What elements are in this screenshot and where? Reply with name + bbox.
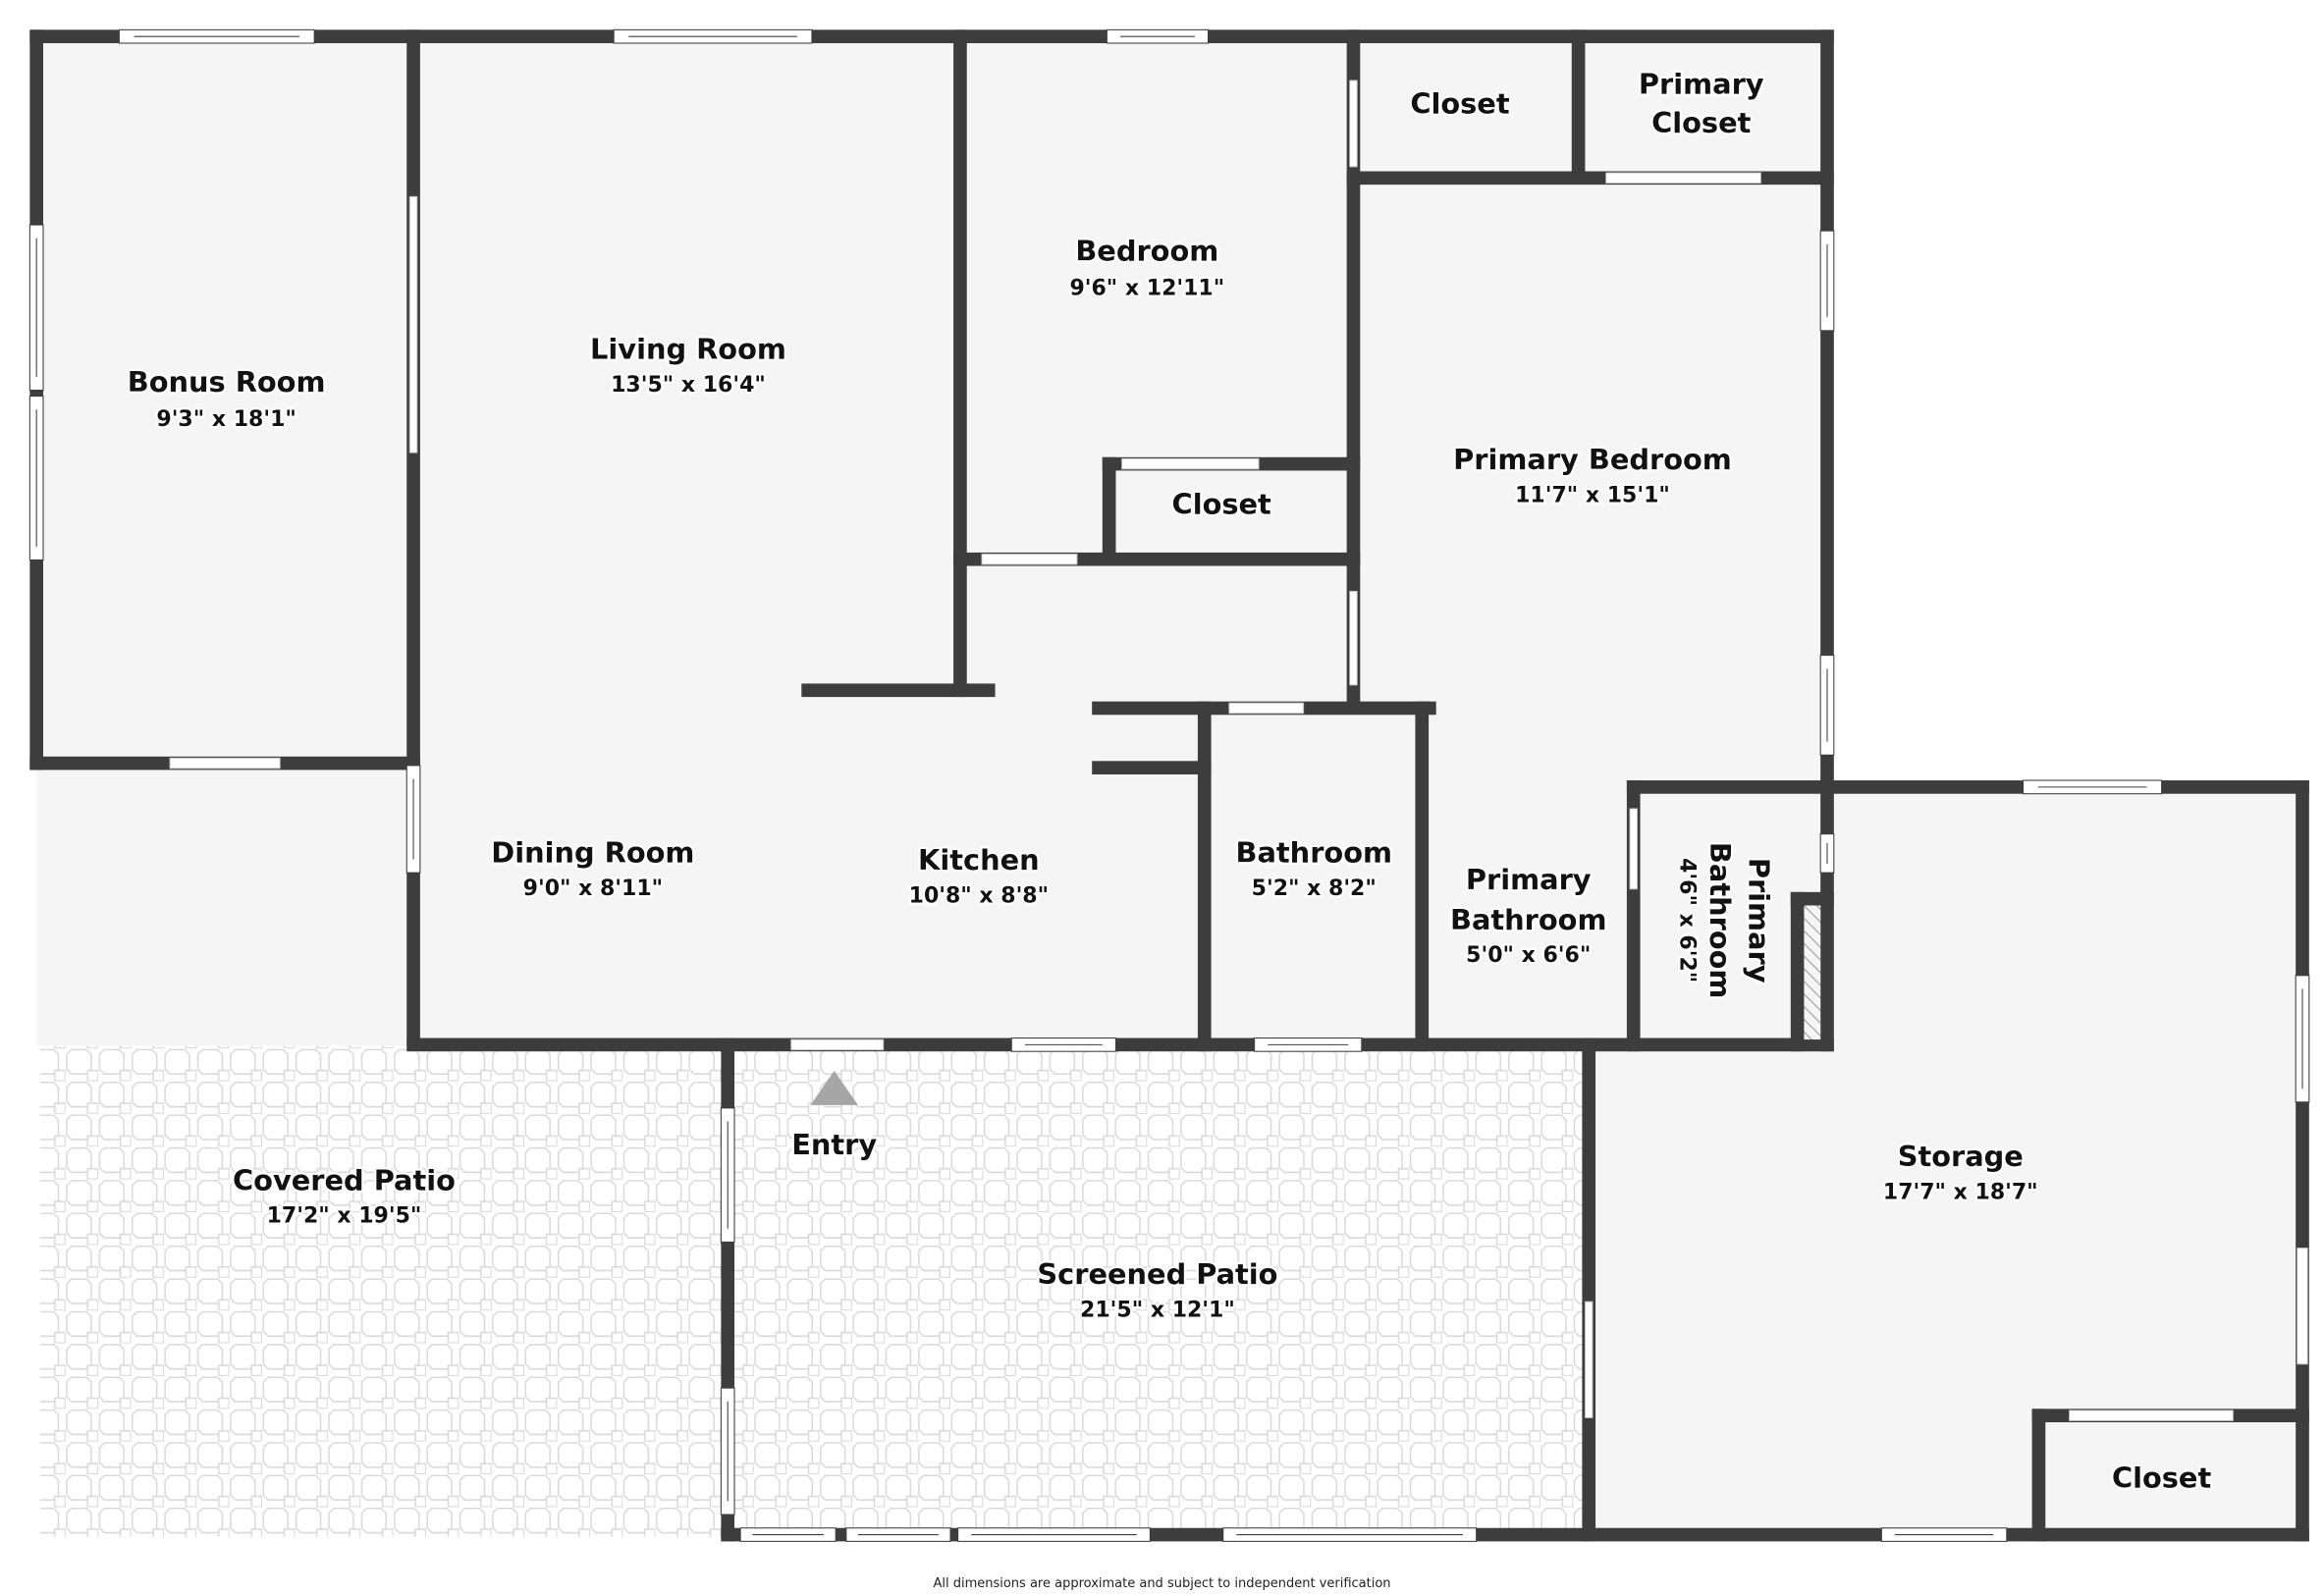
room-dimensions: 9'6" x 12'11" [1069,276,1224,300]
room-primary-closet: Primary Closet [1637,65,1766,141]
room-kitchen: Kitchen 10'8" x 8'8" [906,841,1051,911]
room-storage: Storage 17'7" x 18'7" [1881,1138,2040,1207]
disclaimer-text: All dimensions are approximate and subje… [933,1576,1391,1591]
room-primary-bathroom: Primary Bathroom 5'0" x 6'6" [1448,861,1609,971]
room-dimensions: 21'5" x 12'1" [1080,1298,1235,1322]
room-name: Bonus Room [128,365,326,399]
room-name-line2: Bathroom [1703,842,1737,999]
room-name: Bathroom [1236,836,1393,870]
room-name: Primary Bedroom [1453,443,1732,476]
room-name-line1: Primary [1466,863,1592,896]
room-name: Kitchen [918,843,1040,877]
room-name: Closet [2112,1462,2212,1495]
room-dimensions: 9'0" x 8'11" [523,877,663,901]
room-name: Closet [1410,86,1510,120]
room-dimensions: 5'0" x 6'6" [1466,943,1591,968]
room-dimensions: 11'7" x 15'1" [1515,483,1670,507]
room-dimensions: 13'5" x 16'4" [611,373,766,398]
door-openings [169,80,2234,1421]
room-dining-room: Dining Room 9'0" x 8'11" [489,833,697,903]
room-screened-patio: Screened Patio 21'5" x 12'1" [1035,1255,1280,1325]
room-dimensions: 9'3" x 18'1" [156,407,296,432]
room-name: Dining Room [491,836,694,870]
room-bathroom: Bathroom 5'2" x 8'2" [1233,833,1394,903]
windows [28,28,2310,1542]
room-name-line1: Primary [1742,858,1775,984]
room-dimensions: 4'6" x 6'2" [1675,858,1700,983]
room-name: Living Room [590,333,786,366]
room-name: Storage [1898,1140,2024,1173]
room-name: Covered Patio [233,1163,456,1196]
entry-arrow-icon [810,1070,858,1105]
room-storage-closet: Closet [2110,1459,2214,1497]
floors [35,29,2324,1537]
room-name: Bedroom [1075,235,1218,268]
room-closet-top: Closet [1408,84,1512,123]
room-name-line2: Bathroom [1450,903,1607,936]
room-name: Screened Patio [1037,1257,1277,1291]
room-dimensions: 17'2" x 19'5" [267,1204,422,1229]
room-covered-patio: Covered Patio 17'2" x 19'5" [231,1161,458,1231]
room-bedroom: Bedroom 9'6" x 12'11" [1067,232,1226,302]
room-bonus-room: Bonus Room 9'3" x 18'1" [125,363,327,434]
house-floor [35,35,1827,1046]
room-dimensions: 17'7" x 18'7" [1883,1180,2038,1204]
room-primary-bedroom: Primary Bedroom 11'7" x 15'1" [1451,441,1734,510]
screened-patio-floor [728,1045,1590,1534]
room-name-line2: Closet [1651,106,1752,139]
room-primary-bathroom-2: Primary Bathroom 4'6" x 6'2" [1672,840,1777,1001]
entry-marker: Entry [789,1070,880,1163]
room-living-room: Living Room 13'5" x 16'4" [588,330,788,399]
entry-label: Entry [791,1128,877,1161]
room-dimensions: 5'2" x 8'2" [1252,877,1377,901]
room-name-line1: Primary [1639,68,1764,101]
room-dimensions: 10'8" x 8'8" [909,883,1049,908]
room-name: Closet [1172,487,1272,520]
room-bedroom-closet: Closet [1169,485,1273,523]
